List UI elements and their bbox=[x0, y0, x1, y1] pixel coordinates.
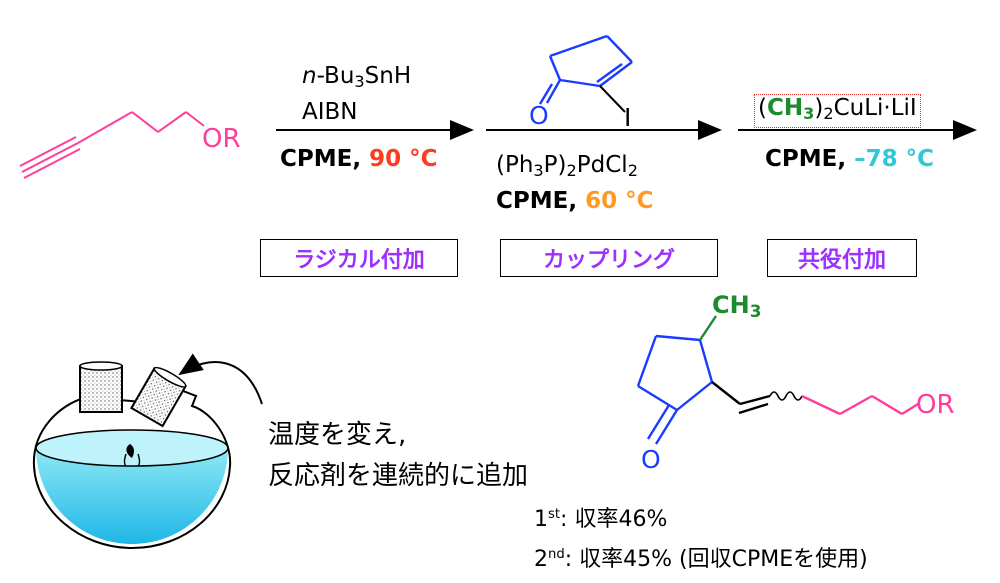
cat-part-b: P) bbox=[543, 152, 567, 178]
product-ch: CH bbox=[712, 291, 750, 319]
iodo-bond bbox=[599, 85, 626, 113]
step2-label-box: カップリング bbox=[500, 239, 718, 277]
step1-label-box: ラジカル付加 bbox=[260, 239, 458, 277]
step1-solvent: CPME bbox=[280, 146, 353, 172]
product-oxygen: O bbox=[641, 445, 661, 474]
step2-conditions: CPME, 60 °C bbox=[496, 188, 654, 214]
yield1-sup: st bbox=[548, 507, 561, 523]
step3-comma: , bbox=[837, 146, 855, 172]
step1-initiator: AIBN bbox=[302, 99, 358, 125]
step3-solvent: CPME bbox=[765, 146, 838, 172]
n-prefix: n bbox=[302, 63, 317, 89]
cat-part-a: (Ph bbox=[496, 152, 534, 178]
cuprate-close: ) bbox=[814, 95, 824, 121]
yield-first-run: 1st: 収率46% bbox=[534, 501, 667, 533]
starting-material-structure bbox=[19, 111, 205, 179]
addition-curved-arrow bbox=[178, 353, 263, 405]
step1-conditions: CPME, 90 °C bbox=[280, 146, 438, 172]
step3-temperature: –78 °C bbox=[854, 146, 934, 172]
note-line-1: 温度を変え, bbox=[268, 420, 407, 450]
step3-conditions: CPME, –78 °C bbox=[765, 146, 934, 172]
yield2-text: : 収率45% (回収CPMEを使用) bbox=[564, 547, 868, 572]
step2-temperature: 60 °C bbox=[585, 188, 654, 214]
cat-sub-1: 3 bbox=[533, 161, 544, 181]
cat-sub-3: 2 bbox=[627, 161, 638, 181]
yield2-num: 2 bbox=[534, 547, 548, 572]
yield-second-run: 2nd: 収率45% (回収CPMEを使用) bbox=[534, 541, 868, 573]
bu-subscript: 3 bbox=[354, 72, 365, 92]
cuprate-methyl: CH3 bbox=[766, 95, 815, 124]
product-structure bbox=[636, 315, 919, 445]
cuprate-rest: CuLi·LiI bbox=[833, 95, 917, 121]
step2-catalyst: (Ph3P)2PdCl2 bbox=[496, 152, 638, 184]
start-or-label: OR bbox=[202, 124, 241, 154]
yield2-sup: nd bbox=[548, 547, 565, 563]
step2-solvent: CPME bbox=[496, 188, 569, 214]
product-methyl: CH3 bbox=[712, 291, 761, 321]
cuprate-sub2: 2 bbox=[823, 104, 834, 124]
step3-label-box: 共役付加 bbox=[767, 239, 917, 277]
cuprate-ch: CH bbox=[766, 95, 804, 121]
cuprate-open: ( bbox=[758, 95, 767, 121]
product-or-label: OR bbox=[916, 390, 955, 420]
yield1-text: : 収率46% bbox=[560, 507, 668, 532]
yield1-num: 1 bbox=[534, 507, 548, 532]
reaction-flask-illustration bbox=[32, 361, 232, 550]
note-line-2: 反応剤を連続的に追加 bbox=[268, 461, 529, 491]
bu-text: -Bu bbox=[316, 63, 355, 89]
step3-reagent: (CH3)2CuLi·LiI bbox=[754, 94, 921, 129]
enone-oxygen: O bbox=[529, 101, 549, 130]
enone-iodine: I bbox=[624, 103, 632, 132]
step2-comma: , bbox=[568, 188, 586, 214]
cat-part-c: PdCl bbox=[576, 152, 628, 178]
cat-sub-2: 2 bbox=[566, 161, 577, 181]
product-ch-sub: 3 bbox=[749, 301, 762, 322]
step1-temperature: 90 °C bbox=[369, 146, 438, 172]
cuprate-ch-sub: 3 bbox=[803, 104, 815, 124]
snh-text: SnH bbox=[364, 63, 412, 89]
step1-reagent: n-Bu3SnH bbox=[302, 63, 411, 95]
iodoenone-structure bbox=[538, 34, 633, 105]
step1-comma: , bbox=[352, 146, 370, 172]
